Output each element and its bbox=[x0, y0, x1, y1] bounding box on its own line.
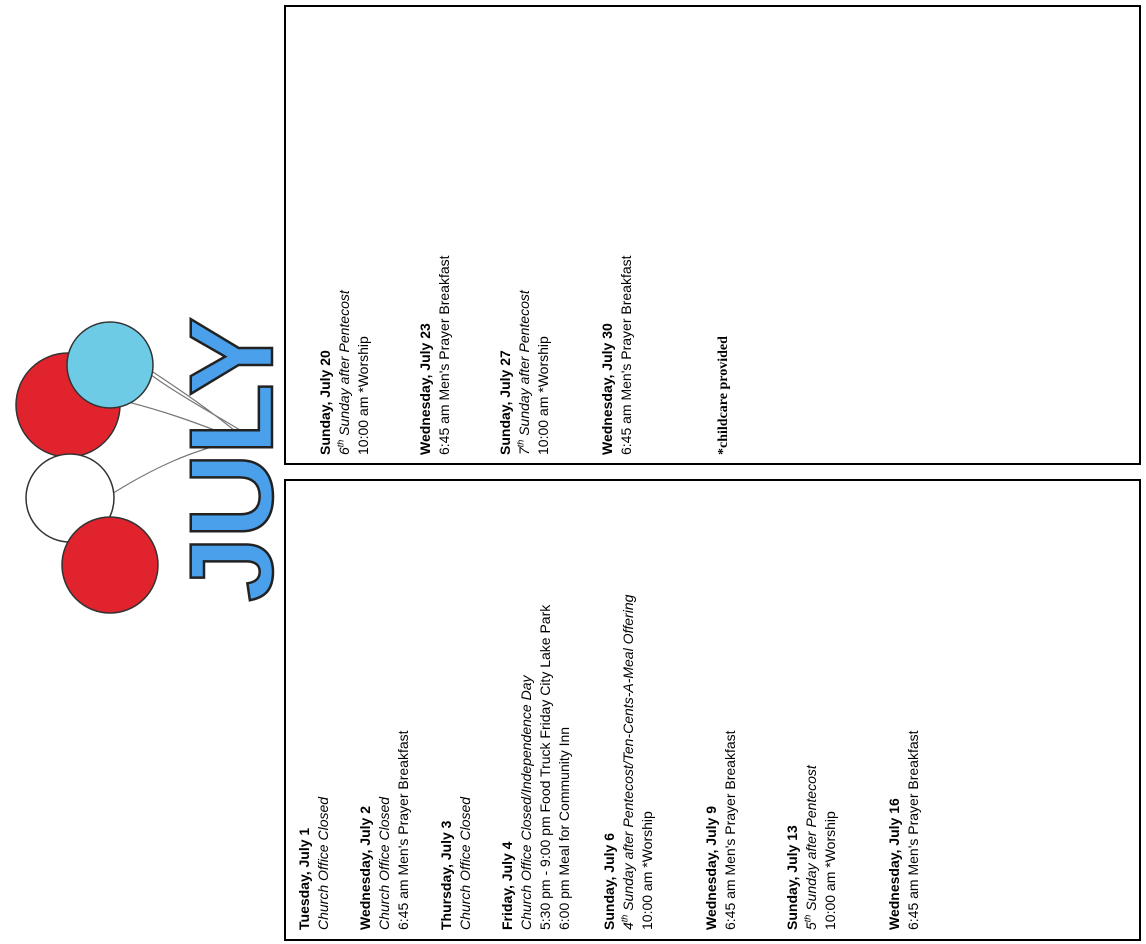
lower-entry-4: Friday, July 4 Church Office Closed/Inde… bbox=[499, 604, 572, 930]
upper-entry-2: Wednesday, July 23 6:45 am Men's Prayer … bbox=[417, 255, 452, 455]
lower-entry-8: Wednesday, July 16 6:45 am Men's Prayer … bbox=[886, 730, 921, 930]
lower-entry-6: Wednesday, July 9 6:45 am Men's Prayer B… bbox=[703, 730, 738, 930]
lower-entry-7: Sunday, July 13 5th Sunday after Penteco… bbox=[784, 765, 838, 930]
lower-entry-3: Thursday, July 3 Church Office Closed bbox=[438, 796, 473, 930]
lower-entry-2: Wednesday, July 2 Church Office Closed 6… bbox=[357, 730, 411, 930]
red-balloon-icon bbox=[61, 516, 159, 614]
upper-entry-4: Wednesday, July 30 6:45 am Men's Prayer … bbox=[599, 255, 634, 455]
july-balloons-art: JULY bbox=[15, 318, 290, 614]
lower-entry-5: Sunday, July 6 4th Sunday after Pentecos… bbox=[601, 594, 655, 930]
upper-entry-1: Sunday, July 20 6th Sunday after Penteco… bbox=[317, 290, 371, 455]
lower-entry-1: Tuesday, July 1 Church Office Closed bbox=[296, 796, 331, 930]
lower-calendar-panel bbox=[284, 479, 1141, 941]
upper-entry-3: Sunday, July 27 7th Sunday after Penteco… bbox=[497, 290, 551, 455]
blue-balloon-icon bbox=[66, 321, 154, 409]
childcare-note: *childcare provided bbox=[716, 336, 731, 455]
upper-calendar-panel bbox=[284, 5, 1141, 465]
july-title: JULY bbox=[166, 319, 290, 602]
